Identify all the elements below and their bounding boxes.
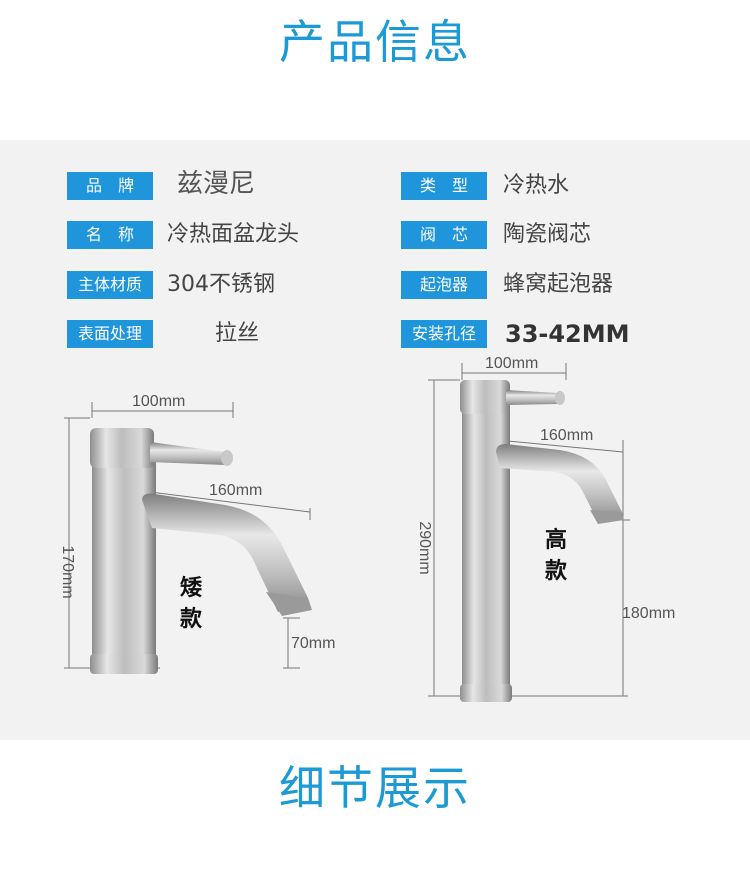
short-dim-handle: 100mm xyxy=(132,393,185,410)
tall-dim-height: 290mm xyxy=(416,521,433,574)
spec-value: 兹漫尼 xyxy=(177,169,256,199)
spec-row-type: 类 型 冷热水 xyxy=(401,172,701,200)
spec-label: 品 牌 xyxy=(67,172,153,200)
short-dim-height: 170mm xyxy=(59,545,76,598)
spec-row-cartridge: 阀 芯 陶瓷阀芯 xyxy=(401,221,701,249)
spec-value: 拉丝 xyxy=(215,321,260,346)
short-dim-outlet: 70mm xyxy=(291,635,335,652)
short-dim-spout: 160mm xyxy=(209,482,262,499)
tall-faucet-illustration xyxy=(428,363,630,702)
spec-value: 304不锈钢 xyxy=(167,272,275,297)
tall-dim-spout: 160mm xyxy=(540,427,593,444)
spec-value: 陶瓷阀芯 xyxy=(503,222,592,247)
spec-row-finish: 表面处理 拉丝 xyxy=(67,320,367,348)
section-title-product-info: 产品信息 xyxy=(279,15,471,69)
spec-row-name: 名 称 冷热面盆龙头 xyxy=(67,221,367,249)
short-faucet-illustration xyxy=(64,402,312,674)
tall-faucet-tag-line1: 高 xyxy=(545,527,567,553)
spec-value: 33-42MM xyxy=(505,320,630,348)
spec-label: 表面处理 xyxy=(67,320,153,348)
tall-dim-outlet: 180mm xyxy=(622,605,675,622)
spec-value: 蜂窝起泡器 xyxy=(503,272,614,297)
spec-label: 类 型 xyxy=(401,172,487,200)
spec-row-hole-size: 安装孔径 33-42MM xyxy=(401,320,701,348)
spec-value: 冷热面盆龙头 xyxy=(167,222,300,247)
spec-row-aerator: 起泡器 蜂窝起泡器 xyxy=(401,271,701,299)
spec-label: 阀 芯 xyxy=(401,221,487,249)
spec-label: 安装孔径 xyxy=(401,320,487,348)
spec-row-brand: 品 牌 兹漫尼 xyxy=(67,169,367,200)
tall-faucet-tag-line2: 款 xyxy=(545,558,568,584)
short-faucet-tag-line1: 矮 xyxy=(180,575,203,601)
section-title-detail-display: 细节展示 xyxy=(279,761,471,815)
short-faucet-tag-line2: 款 xyxy=(180,606,203,632)
spec-label: 主体材质 xyxy=(67,271,153,299)
spec-label: 名 称 xyxy=(67,221,153,249)
spec-value: 冷热水 xyxy=(503,173,570,198)
spec-row-material: 主体材质 304不锈钢 xyxy=(67,271,367,299)
tall-dim-handle: 100mm xyxy=(485,355,538,372)
spec-label: 起泡器 xyxy=(401,271,487,299)
